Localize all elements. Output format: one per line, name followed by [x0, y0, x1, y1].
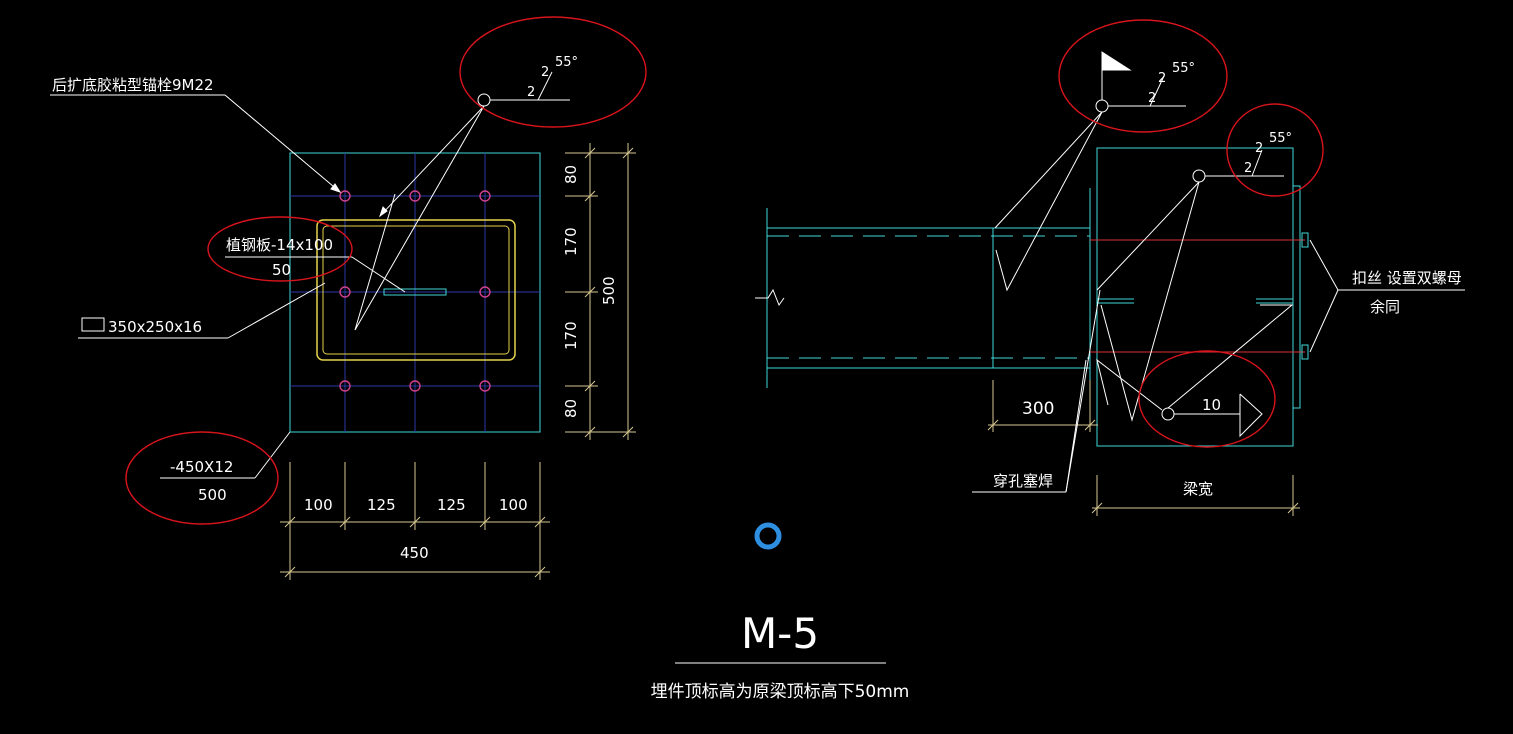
dim-bottom-4: 100	[499, 496, 528, 514]
beam-width-dim-lines	[1091, 475, 1300, 516]
thread-leader	[1309, 239, 1465, 353]
weld-symbol-top-right	[994, 51, 1186, 292]
thread-label-1: 扣丝 设置双螺母	[1352, 269, 1462, 287]
weld-plate-angle: 55°	[1269, 131, 1292, 146]
dim-300-lines	[987, 380, 1098, 432]
markup-circle-weld-left	[459, 16, 647, 128]
fillet-weld-symbol	[1096, 304, 1294, 438]
dim-right-4: 80	[562, 399, 580, 418]
bolt-grid-lines	[290, 153, 540, 432]
base-leader	[160, 431, 291, 479]
bolt-hole	[339, 380, 351, 392]
bolt-hole	[479, 190, 491, 202]
markup-circle-weld-plate	[1226, 103, 1324, 197]
end-plate-outline	[1096, 147, 1294, 447]
markup-circle-fillet	[1138, 350, 1276, 448]
bolt-hole	[479, 380, 491, 392]
dim-right-3: 170	[562, 321, 580, 350]
plate-label-top: 植钢板-14x100	[226, 236, 333, 254]
back-plate	[1292, 185, 1301, 409]
bolt-holes	[339, 190, 491, 392]
beam-hidden-lines	[767, 235, 1090, 359]
dim-300: 300	[1022, 399, 1054, 419]
beam-outline	[766, 188, 1091, 408]
weld-top-size-1: 2	[1148, 91, 1156, 106]
anchor-label: 后扩底胶粘型锚栓9M22	[52, 76, 214, 94]
dim-bottom-3: 125	[437, 496, 466, 514]
drawing-subtitle: 埋件顶标高为原梁顶标高下50mm	[651, 682, 910, 702]
plate-leader	[225, 256, 406, 293]
left-plate-view: 后扩底胶粘型锚栓9M22 2 2 55° 植钢板-14x100 50 350x2…	[50, 16, 647, 580]
weld-plate-size-1: 2	[1244, 161, 1252, 176]
tube-outline	[316, 219, 516, 361]
weld-top-size-2: 2	[1158, 71, 1166, 86]
right-dimensions	[565, 143, 636, 440]
break-symbol	[755, 288, 785, 307]
cursor-ring-icon	[754, 522, 782, 550]
tube-leader	[78, 282, 326, 339]
dim-bottom-total: 450	[400, 544, 429, 562]
embedded-plate-slot	[383, 288, 447, 296]
bolt-hole	[339, 190, 351, 202]
right-section-view: 2 2 55° 2 2 55° 10	[755, 19, 1465, 516]
weld-angle: 55°	[555, 55, 578, 70]
beam-width-label: 梁宽	[1183, 480, 1213, 498]
plug-weld-label: 穿孔塞焊	[993, 472, 1053, 490]
drawing-title: M-5	[741, 609, 819, 658]
bolt-hole	[409, 380, 421, 392]
bolt-hole	[409, 190, 421, 202]
bolt-hole	[339, 286, 351, 298]
fillet-size: 10	[1202, 396, 1221, 414]
markup-circle-weld-top	[1058, 19, 1228, 133]
weld-plate-size-2: 2	[1255, 141, 1263, 156]
thread-label-2: 余同	[1370, 298, 1400, 316]
nut-top	[1301, 232, 1309, 248]
markup-circle-plate	[207, 216, 353, 282]
base-label-top: -450X12	[170, 458, 233, 476]
weld-top-angle: 55°	[1172, 61, 1195, 76]
nut-bottom	[1301, 344, 1309, 360]
markup-circle-base	[125, 431, 279, 525]
bottom-dimensions	[280, 462, 550, 580]
weld-size-2: 2	[541, 65, 549, 80]
dim-right-total: 500	[600, 276, 618, 305]
base-label-bottom: 500	[198, 486, 227, 504]
plug-weld-leader	[972, 289, 1101, 493]
dim-right-1: 80	[562, 165, 580, 184]
anchor-leader	[50, 94, 342, 193]
tube-inner-outline	[322, 225, 510, 355]
weld-size-1: 2	[527, 85, 535, 100]
weld-symbol-plate	[1096, 149, 1284, 422]
dim-right-2: 170	[562, 227, 580, 256]
weld-symbol-left	[354, 71, 570, 331]
dim-bottom-1: 100	[304, 496, 333, 514]
tube-label: 350x250x16	[108, 318, 202, 336]
dim-bottom-2: 125	[367, 496, 396, 514]
plate-label-bottom: 50	[272, 261, 291, 279]
bolt-hole	[479, 286, 491, 298]
